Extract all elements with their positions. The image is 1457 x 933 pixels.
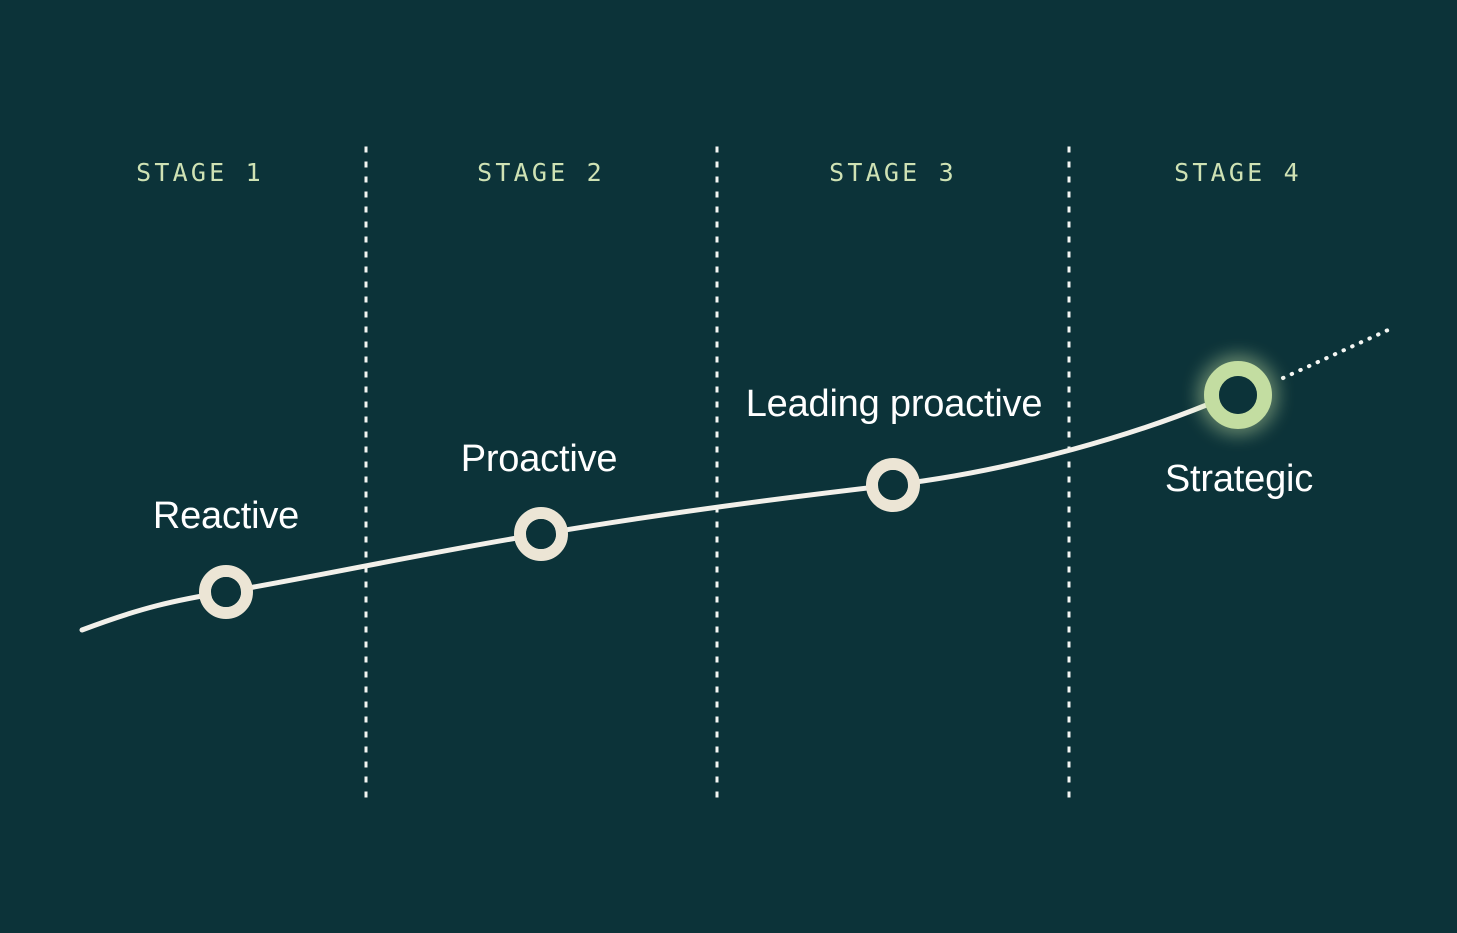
stage-label-3: STAGE 3	[829, 158, 957, 187]
node-label-proactive: Proactive	[460, 438, 618, 480]
stage-label-2: STAGE 2	[477, 158, 605, 187]
node-ring-reactive[interactable]	[199, 565, 253, 619]
node-proactive[interactable]	[514, 507, 568, 561]
node-center-proactive	[526, 519, 556, 549]
node-label-leading-proactive: Leading proactive	[745, 383, 1043, 425]
stage-label-4: STAGE 4	[1174, 158, 1302, 187]
node-label-strategic: Strategic	[1164, 458, 1314, 500]
node-reactive[interactable]	[199, 565, 253, 619]
node-strategic[interactable]	[1204, 361, 1272, 429]
node-label-reactive: Reactive	[152, 495, 300, 537]
node-ring-leading-proactive[interactable]	[866, 458, 920, 512]
stage-dividers	[364, 146, 1071, 803]
stage-label-1: STAGE 1	[136, 158, 264, 187]
node-center-reactive	[211, 577, 241, 607]
node-center-strategic	[1219, 376, 1257, 414]
curve-continuation-trail	[1281, 328, 1390, 380]
node-ring-strategic[interactable]	[1204, 361, 1272, 429]
node-leading-proactive[interactable]	[866, 458, 920, 512]
trail-dotted-path	[1281, 328, 1390, 380]
node-layer	[199, 361, 1272, 619]
node-center-leading-proactive	[878, 470, 908, 500]
node-ring-proactive[interactable]	[514, 507, 568, 561]
